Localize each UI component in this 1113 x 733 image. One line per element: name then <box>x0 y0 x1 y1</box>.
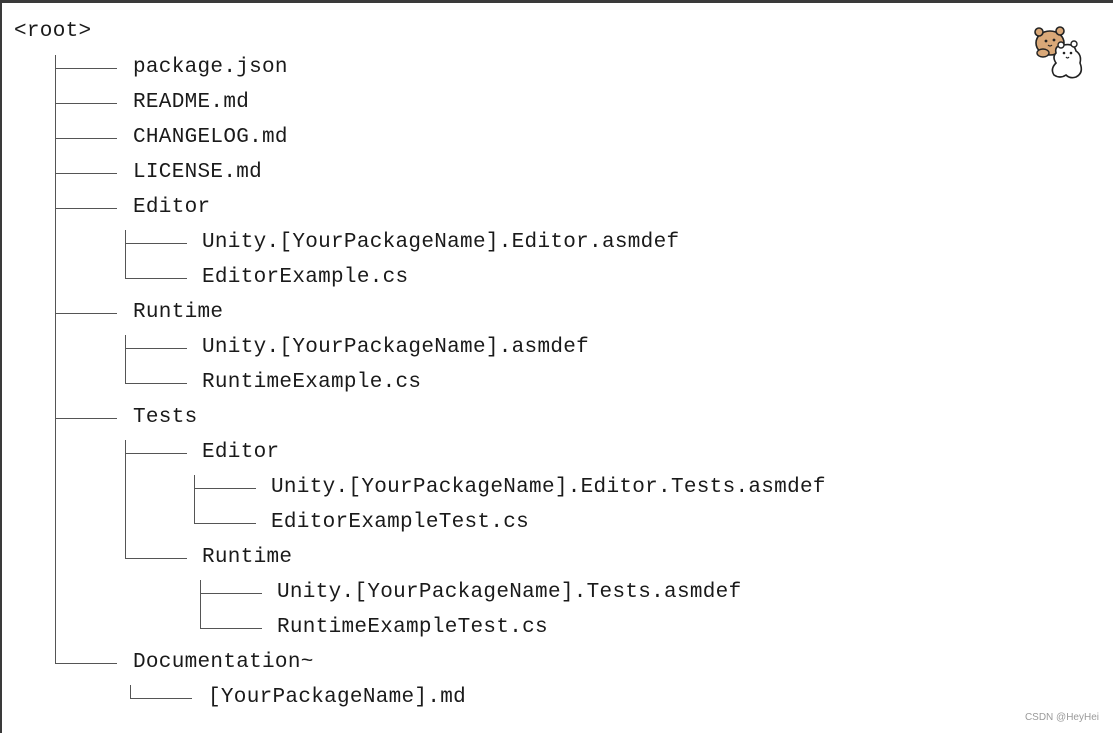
tree-branch <box>200 593 262 594</box>
tree-branch <box>130 698 192 699</box>
tree-branch <box>125 453 187 454</box>
tree-branch <box>125 348 187 349</box>
tree-branch <box>55 68 117 69</box>
tree-connector-level2 <box>125 440 126 558</box>
tree-connector-level1 <box>55 55 56 663</box>
tree-connector-level2 <box>125 335 126 383</box>
tree-item-file: Unity.[YourPackageName].Editor.Tests.asm… <box>271 476 826 499</box>
tree-root: <root> <box>14 20 92 43</box>
tree-item-file: [YourPackageName].md <box>208 686 467 709</box>
tree-branch <box>125 558 187 559</box>
tree-item-file: README.md <box>133 91 250 114</box>
brown-bear-icon <box>1034 26 1065 58</box>
tree-branch <box>55 313 117 314</box>
tree-branch <box>194 488 256 489</box>
tree-item-file: Unity.[YourPackageName].Tests.asmdef <box>277 581 742 604</box>
tree-item-file: LICENSE.md <box>133 161 263 184</box>
tree-item-file: CHANGELOG.md <box>133 126 288 149</box>
tree-connector-level2 <box>130 685 131 698</box>
tree-item-file: EditorExample.cs <box>202 266 409 289</box>
tree-item-file: Unity.[YourPackageName].asmdef <box>202 336 590 359</box>
tree-connector-level3 <box>200 580 201 628</box>
tree-connector-level3 <box>194 475 195 523</box>
watermark-text: CSDN @HeyHei <box>1024 712 1099 723</box>
tree-branch <box>55 103 117 104</box>
tree-item-folder: Runtime <box>133 301 224 324</box>
tree-item-file: EditorExampleTest.cs <box>271 511 530 534</box>
tree-item-folder: Tests <box>133 406 198 429</box>
tree-branch <box>125 243 187 244</box>
tree-branch <box>125 278 187 279</box>
tree-item-file: package.json <box>133 56 288 79</box>
tree-branch <box>125 383 187 384</box>
tree-connector-level2 <box>125 230 126 278</box>
tree-branch <box>55 663 117 664</box>
tree-item-file: Unity.[YourPackageName].Editor.asmdef <box>202 231 680 254</box>
bear-couple-sticker-icon <box>1034 26 1083 79</box>
tree-branch <box>194 523 256 524</box>
tree-branch <box>55 138 117 139</box>
tree-item-file: RuntimeExample.cs <box>202 371 422 394</box>
tree-branch <box>200 628 262 629</box>
white-bear-icon <box>1051 40 1083 79</box>
tree-item-folder: Runtime <box>202 546 293 569</box>
directory-tree: <root> package.json README.md CHANGELOG.… <box>2 3 1113 733</box>
tree-item-folder: Editor <box>202 441 280 464</box>
tree-item-file: RuntimeExampleTest.cs <box>277 616 548 639</box>
tree-branch <box>55 173 117 174</box>
tree-item-folder: Documentation~ <box>133 651 314 674</box>
tree-item-folder: Editor <box>133 196 211 219</box>
tree-branch <box>55 208 117 209</box>
tree-branch <box>55 418 117 419</box>
